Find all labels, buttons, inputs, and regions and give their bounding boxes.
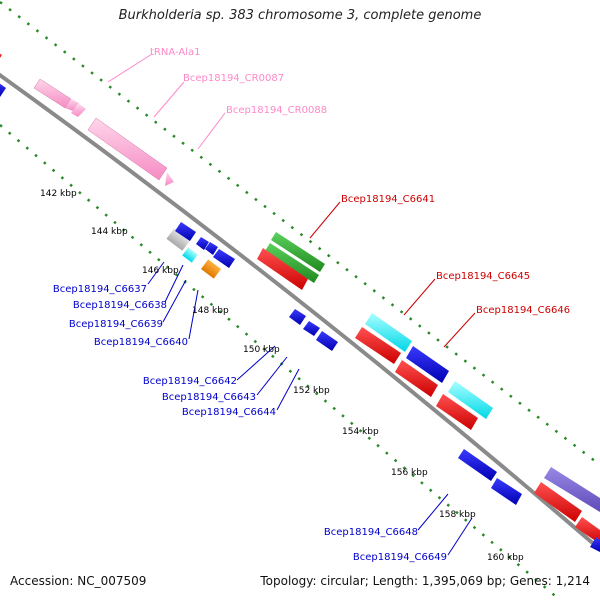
genome-summary-text: Topology: circular; Length: 1,395,069 bp… [260,574,590,588]
leader-C6642 [236,345,276,381]
gene-C6639-a[interactable] [175,222,196,241]
label-C6637[interactable]: Bcep18194_C6637 [53,284,147,295]
gene-red-1[interactable] [257,248,308,290]
accession-text: Accession: NC_007509 [10,574,147,588]
leader-C6638 [164,264,184,303]
label-C6648[interactable]: Bcep18194_C6648 [324,527,418,538]
leader-C6646 [443,312,476,348]
label-C6638[interactable]: Bcep18194_C6638 [73,300,167,311]
leader-C6648 [417,493,449,531]
tick-label-160: 160 kbp [487,553,524,563]
label-CR0088[interactable]: Bcep18194_CR0088 [226,105,327,116]
label-C6643[interactable]: Bcep18194_C6643 [162,392,256,403]
gene-C6645[interactable] [365,313,412,352]
rna-CR0088[interactable] [87,117,168,181]
gene-blue-edge-right[interactable] [590,537,600,552]
tick-label-158: 158 kbp [439,510,476,520]
tick-label-144: 144 kbp [91,227,128,237]
leader-C6649 [447,517,473,556]
gene-C6646[interactable] [448,381,493,419]
gene-blue-outer-1[interactable] [406,346,449,383]
gene-C6639-c[interactable] [205,242,218,255]
label-tRNA-Ala1[interactable]: tRNA-Ala1 [150,47,200,58]
map-title: Burkholderia sp. 383 chromosome 3, compl… [118,8,482,23]
gene-red-4[interactable] [436,394,478,430]
rna-CR0087-a[interactable] [65,99,79,111]
gene-C6639-d[interactable] [213,249,235,268]
leader-C6637 [147,261,165,285]
gene-red-5[interactable] [534,482,582,522]
leader-C6639 [162,279,187,323]
gene-C6639-b[interactable] [196,237,209,250]
leader-C6643 [256,356,288,396]
gene-arrow-blue-edge[interactable] [0,81,6,97]
label-C6640[interactable]: Bcep18194_C6640 [94,337,188,348]
gene-C6648[interactable] [458,449,497,481]
tick-label-150: 150 kbp [243,345,280,355]
tick-label-154: 154 kbp [342,427,379,437]
leader-C6640 [188,289,199,340]
rna-CR0087-b[interactable] [71,104,86,117]
gene-purple[interactable] [544,467,600,512]
label-C6641[interactable]: Bcep18194_C6641 [341,194,435,205]
inner-dotted-track [0,124,561,600]
tick-label-148: 148 kbp [192,306,229,316]
leader-C6645 [403,278,436,316]
label-C6644[interactable]: Bcep18194_C6644 [182,407,276,418]
gene-C6643[interactable] [303,321,320,336]
leader-C6641 [309,201,341,239]
label-CR0087[interactable]: Bcep18194_CR0087 [183,73,284,84]
tick-label-142: 142 kbp [40,189,77,199]
gene-C6642[interactable] [289,309,306,325]
gene-C6649[interactable] [491,478,522,505]
leader-tRNA-Ala1 [107,53,153,83]
tick-label-152: 152 kbp [293,386,330,396]
leader-C6644 [276,368,300,411]
gene-red-2[interactable] [355,327,401,364]
gene-C6637[interactable] [166,228,191,251]
label-C6645[interactable]: Bcep18194_C6645 [436,271,530,282]
label-C6642[interactable]: Bcep18194_C6642 [143,376,237,387]
gene-C6641-a[interactable] [271,232,325,272]
tick-label-146: 146 kbp [142,266,179,276]
gene-red-3[interactable] [395,360,438,397]
leader-CR0087 [153,81,185,118]
gene-C6640[interactable] [201,259,221,279]
leader-CR0088 [197,112,226,150]
gene-C6638[interactable] [182,247,198,263]
chromosome-backbone [0,72,600,553]
gene-arrow-red-edge[interactable] [0,50,2,64]
label-C6646[interactable]: Bcep18194_C6646 [476,305,570,316]
gene-C6644[interactable] [316,331,338,351]
gene-C6641-b[interactable] [265,243,319,283]
label-C6639[interactable]: Bcep18194_C6639 [69,319,163,330]
rna-CR0088-tip[interactable] [165,172,174,186]
label-C6649[interactable]: Bcep18194_C6649 [353,552,447,563]
gene-red-6[interactable] [575,517,600,544]
tick-label-156: 156 kbp [391,468,428,478]
